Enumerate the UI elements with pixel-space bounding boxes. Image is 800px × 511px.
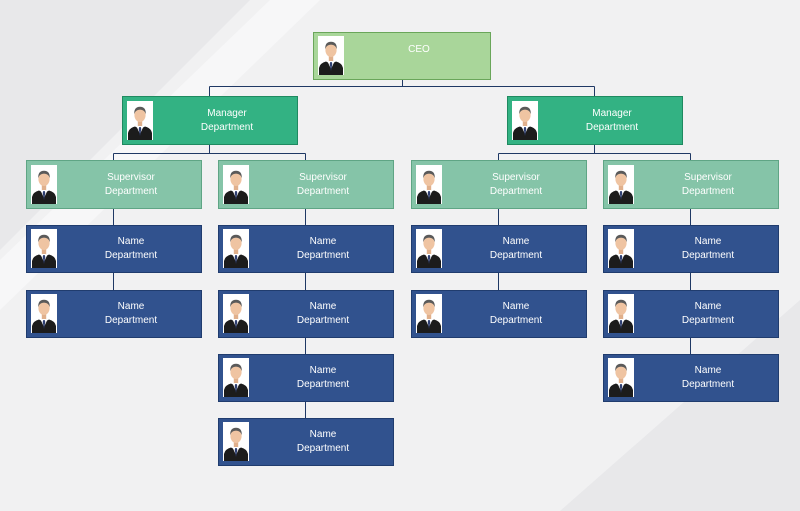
node-title: Manager	[592, 107, 632, 119]
node-title: Supervisor	[492, 171, 540, 183]
node-title: Supervisor	[684, 171, 732, 183]
node-department: Department	[585, 121, 639, 133]
node-name: Name	[309, 365, 337, 376]
node-name: Name	[309, 236, 337, 247]
connector-manager1-supervisors	[113, 144, 306, 161]
person-avatar-icon	[318, 36, 344, 75]
node-department: Department	[296, 379, 350, 390]
person-avatar-icon	[416, 294, 442, 333]
person-avatar-icon	[31, 229, 57, 268]
connector-manager2-supervisors	[498, 144, 691, 161]
person-avatar-icon	[127, 100, 153, 140]
node-department: Department	[296, 185, 350, 197]
connector-ceo-managers	[209, 79, 595, 97]
node-department: Department	[296, 443, 350, 454]
node-name: Name	[117, 301, 145, 312]
node-name: Name	[309, 301, 337, 312]
person-avatar-icon	[223, 294, 249, 333]
node-name: Name	[502, 236, 530, 247]
person-avatar-icon	[608, 164, 634, 204]
person-avatar-icon	[31, 294, 57, 333]
node-name: Name	[117, 236, 145, 247]
node-department: Department	[681, 250, 735, 261]
person-avatar-icon	[416, 229, 442, 268]
person-avatar-icon	[512, 100, 538, 140]
node-department: Department	[681, 185, 735, 197]
person-avatar-icon	[31, 164, 57, 204]
node-department: Department	[104, 185, 158, 197]
node-department: Department	[296, 250, 350, 261]
person-avatar-icon	[223, 422, 249, 461]
node-name: Name	[309, 429, 337, 440]
node-department: Department	[681, 315, 735, 326]
node-department: Department	[681, 379, 735, 390]
person-avatar-icon	[416, 164, 442, 204]
node-department: Department	[296, 315, 350, 326]
person-avatar-icon	[223, 164, 249, 204]
person-avatar-icon	[608, 229, 634, 268]
node-department: Department	[104, 250, 158, 261]
node-title: Supervisor	[299, 171, 347, 183]
node-name: Name	[502, 301, 530, 312]
node-department: Department	[489, 315, 543, 326]
node-title: Supervisor	[107, 171, 155, 183]
person-avatar-icon	[608, 358, 634, 397]
person-avatar-icon	[223, 229, 249, 268]
node-name: Name	[694, 365, 722, 376]
node-department: Department	[489, 185, 543, 197]
ceo-node[interactable]: CEO	[313, 32, 491, 80]
node-name: Name	[694, 301, 722, 312]
node-name: Name	[694, 236, 722, 247]
node-department: Department	[489, 250, 543, 261]
node-department: Department	[200, 121, 254, 133]
person-avatar-icon	[608, 294, 634, 333]
node-title: CEO	[408, 44, 430, 55]
person-avatar-icon	[223, 358, 249, 397]
node-department: Department	[104, 315, 158, 326]
node-title: Manager	[207, 107, 247, 119]
